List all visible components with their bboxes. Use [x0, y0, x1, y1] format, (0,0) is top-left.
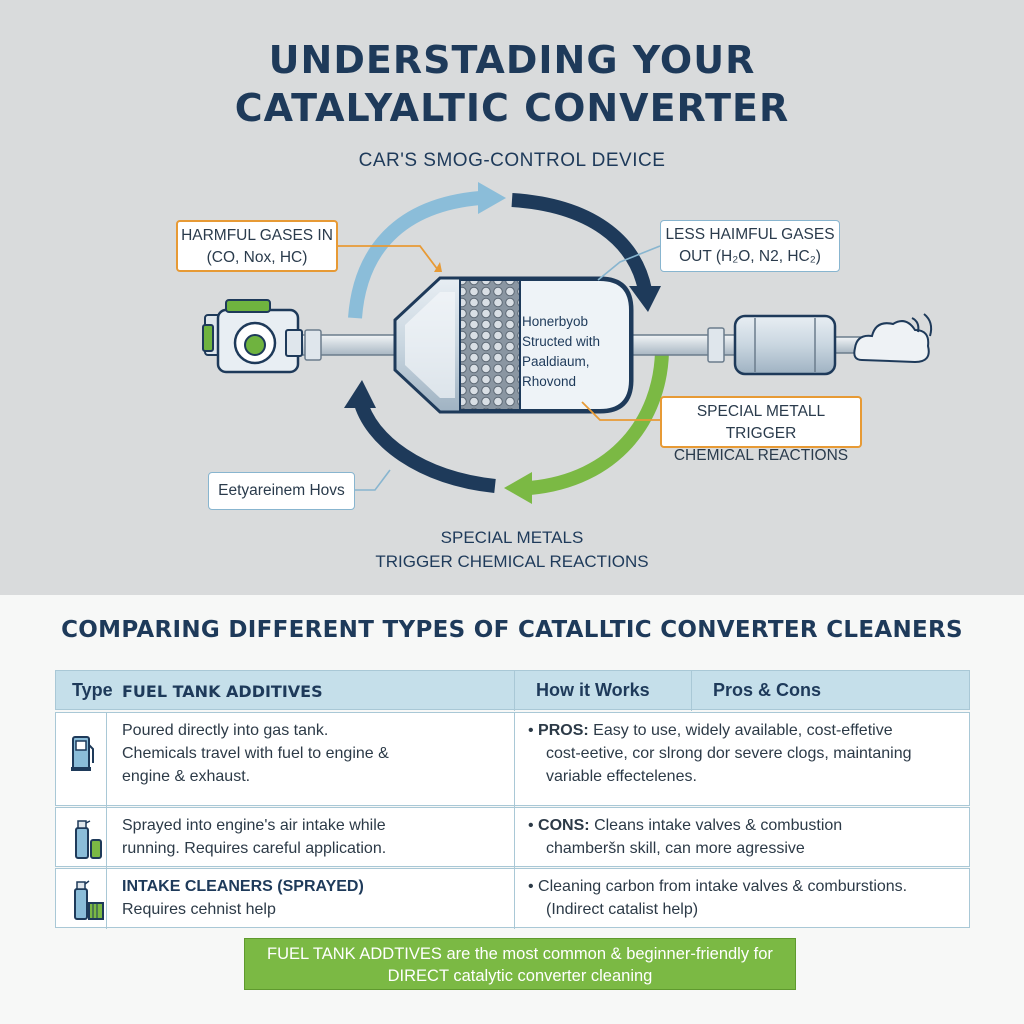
cycle-arrow-navy-bottom — [344, 380, 496, 493]
converter-label: Honerbyob Structed with Paaldiaum, Rhovo… — [522, 312, 632, 392]
spray-brush-icon — [74, 880, 104, 920]
callout-special-metal: SPECIAL METALL TRIGGER CHEMICAL REACTION… — [660, 396, 862, 464]
row1-pros: • PROS: Easy to use, widely available, c… — [528, 719, 893, 742]
exhaust-pipe — [289, 327, 861, 363]
row-divider-type — [106, 713, 107, 807]
callout-leaders — [338, 245, 661, 491]
callout-in-line1: HARMFUL GASES IN — [181, 227, 333, 244]
header-fuel-tank-additives: FUEL TANK ADDITIVES — [122, 682, 323, 701]
row1-how-line3: engine & exhaust. — [122, 768, 251, 785]
row1-how-line2: Chemicals travel with fuel to engine & — [122, 745, 389, 762]
gas-pump-icon — [71, 736, 94, 771]
bullet: • — [528, 878, 539, 895]
diagram-caption: SPECIAL METALS TRIGGER CHEMICAL REACTION… — [0, 526, 1024, 574]
table-row: INTAKE CLEANERS (SPRAYED) Requires cehni… — [55, 868, 970, 929]
row-divider-type — [106, 808, 107, 868]
cycle-arrow-light-blue — [348, 182, 506, 319]
comparison-section-title: COMPARING DIFFERENT TYPES OF CATALLTIC C… — [61, 617, 963, 643]
converter-diagram — [202, 182, 933, 504]
row1-how-line1: Poured directly into gas tank. — [122, 722, 329, 739]
row1-pros-line3: variable effectelenes. — [546, 768, 697, 785]
row-divider-type — [106, 869, 107, 929]
table-header-row: Type FUEL TANK ADDITIVES How it Works Pr… — [55, 670, 970, 711]
row3-notes-line1: Cleaning carbon from intake valves & com… — [538, 878, 908, 895]
spray-bottle-icon — [75, 820, 102, 859]
row3-title: INTAKE CLEANERS (SPRAYED) — [122, 878, 364, 895]
banner-line1: FUEL TANK ADDTIVES are the most common &… — [267, 945, 773, 963]
header-how-it-works: How it Works — [536, 680, 650, 700]
row1-pros-line1: Easy to use, widely available, cost-effe… — [593, 722, 893, 739]
row3-how-line1: Requires cehnist help — [122, 901, 276, 918]
converter-label-line4: Rhovond — [522, 374, 577, 389]
banner-line2: DIRECT catalytic converter cleaning — [387, 967, 653, 985]
table-row: Sprayed into engine's air intake while r… — [55, 807, 970, 868]
row2-how-line1: Sprayed into engine's air intake while — [122, 817, 386, 834]
page-title-line2: CATALYALTIC CONVERTER — [234, 86, 790, 130]
callout-out-line1: LESS HAIMFUL GASES — [665, 226, 835, 243]
page-title-line1: UNDERSTADING YOUR — [268, 38, 756, 82]
row1-pros-line2: cost-eetive, cor slrong dor severe clogs… — [546, 745, 912, 762]
caption-line2: TRIGGER CHEMICAL REACTIONS — [375, 552, 649, 571]
muffler — [733, 314, 837, 376]
cycle-arrow-navy-top — [511, 193, 661, 312]
converter-label-line2: Structed with — [522, 334, 601, 349]
converter-label-line1: Honerbyob — [522, 314, 589, 329]
row-divider-mid — [514, 713, 515, 807]
callout-less-harmful-out: LESS HAIMFUL GASES OUT (H₂O, N2, HC₂) — [660, 220, 840, 272]
row2-cons-line1: Cleans intake valves & combustion — [594, 817, 843, 834]
row3-notes-line2: (Indirect catalist help) — [546, 901, 699, 918]
header-divider-1 — [514, 671, 515, 711]
callout-out-line2: OUT (H₂O, N2, HC₂) — [679, 248, 821, 265]
row-divider-mid — [514, 808, 515, 868]
bullet: • — [528, 817, 539, 834]
row2-how-line2: running. Requires careful application. — [122, 840, 387, 857]
row-divider-mid — [514, 869, 515, 929]
cons-label: CONS: — [538, 817, 590, 834]
converter-label-line3: Paaldiaum, — [522, 354, 590, 369]
table-row: Poured directly into gas tank. Chemicals… — [55, 712, 970, 807]
bullet: • — [528, 722, 539, 739]
catalytic-converter — [393, 276, 634, 414]
callout-metal-line1: SPECIAL METALL TRIGGER — [696, 403, 826, 442]
exhaust-cloud-icon — [853, 313, 933, 364]
header-type: Type — [72, 680, 113, 700]
callout-harmful-gases-in: HARMFUL GASES IN (CO, Nox, HC) — [176, 220, 338, 272]
page-subtitle: CAR'S SMOG-CONTROL DEVICE — [358, 150, 666, 171]
row3-notes: • Cleaning carbon from intake valves & c… — [528, 875, 907, 898]
caption-line1: SPECIAL METALS — [440, 528, 584, 547]
header-pros-cons: Pros & Cons — [713, 680, 822, 700]
callout-metal-line2: CHEMICAL REACTIONS — [673, 447, 849, 464]
callout-in-line2: (CO, Nox, HC) — [206, 249, 308, 266]
row2-cons-line2: chamberšn skill, can more agressive — [546, 840, 805, 857]
callout-left-label: Eetyareinem Hovs — [208, 472, 355, 510]
summary-banner: FUEL TANK ADDTIVES are the most common &… — [244, 938, 796, 990]
engine-icon — [202, 299, 303, 374]
pros-label: PROS: — [538, 722, 589, 739]
row2-cons: • CONS: Cleans intake valves & combustio… — [528, 814, 842, 837]
cycle-arrow-green — [504, 351, 669, 504]
header-divider-2 — [691, 671, 692, 711]
